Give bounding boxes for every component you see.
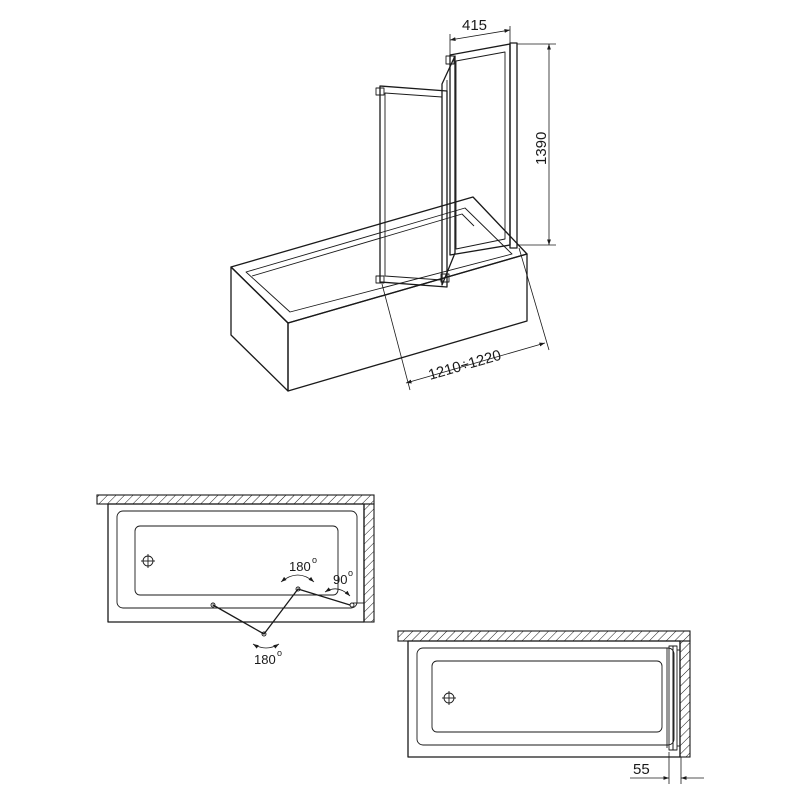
dimension-label-1390: 1390 (533, 132, 550, 165)
angle-label-180-bottom: 180 (254, 652, 276, 667)
isometric-view: 415 1390 1210÷1220 (230, 17, 556, 392)
dimension-wall-offset: 55 (630, 752, 704, 784)
dimension-total-width: 1210÷1220 (381, 247, 550, 391)
dimension-height: 1390 (517, 43, 556, 246)
dimension-label-55: 55 (633, 761, 650, 778)
bathtub-plan (107, 503, 365, 623)
angle-label-180-top: 180 (289, 559, 311, 574)
svg-text:o: o (277, 648, 282, 658)
hinge-icon (375, 87, 385, 96)
wall-right (363, 503, 375, 623)
angle-side-fold: 90 o (324, 568, 353, 597)
hinge-icon (375, 275, 385, 284)
screen-plan-folded (666, 645, 680, 751)
hinge-icon (440, 273, 450, 283)
bath-screen-3d (375, 42, 518, 288)
wall-top (96, 494, 375, 505)
wall-right (679, 640, 691, 758)
svg-text:o: o (312, 555, 317, 565)
bathtub-plan (407, 640, 681, 758)
dimension-label-1210-1220: 1210÷1220 (426, 347, 503, 384)
drain-icon (442, 691, 456, 705)
angle-bottom-fold: 180 o (252, 643, 282, 667)
dimension-panel-width: 415 (449, 17, 511, 55)
dimension-label-415: 415 (462, 17, 487, 34)
plan-view-folded: 55 (397, 630, 704, 784)
hinge-icon (445, 55, 455, 65)
plan-view-open: 180 o 90 o 180 o (96, 494, 375, 667)
svg-text:o: o (348, 568, 353, 578)
drain-icon (141, 554, 155, 568)
angle-top-fold: 180 o (280, 555, 317, 583)
wall-top (397, 630, 691, 642)
angle-label-90: 90 (333, 572, 347, 587)
screen-plan-open (210, 586, 364, 637)
